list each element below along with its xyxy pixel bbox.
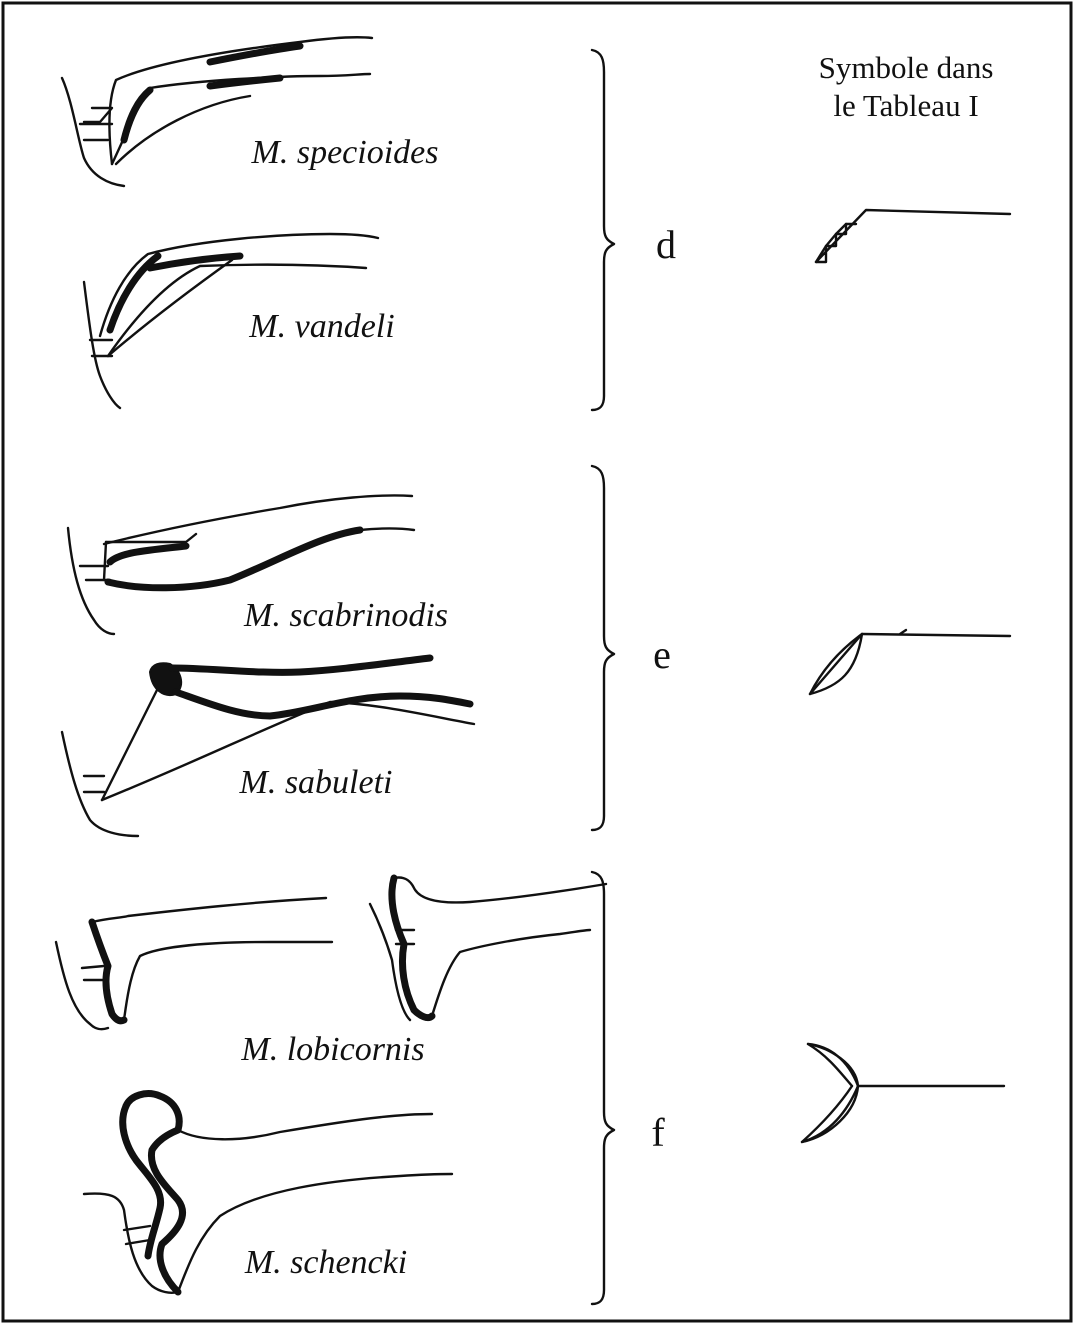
species-label-sabuleti: M. sabuleti (239, 764, 393, 801)
bracket-e (592, 466, 614, 830)
bracket-d (592, 50, 614, 410)
species-label-scabrinodis: M. scabrinodis (243, 597, 448, 634)
symbol-f (802, 1044, 1004, 1142)
group-letter-e: e (653, 632, 671, 677)
group-letter-d: d (656, 222, 676, 267)
symbol-header-line2: le Tableau I (833, 88, 978, 123)
species-label-schencki: M. schencki (244, 1244, 407, 1281)
drawing-lobicornis-left (56, 898, 332, 1029)
symbol-d (816, 210, 1010, 262)
species-label-lobicornis: M. lobicornis (240, 1031, 424, 1068)
bracket-f (592, 872, 614, 1304)
group-letter-f: f (651, 1110, 665, 1155)
figure-border (3, 3, 1071, 1321)
symbol-e (810, 630, 1010, 694)
drawing-lobicornis-right (370, 877, 606, 1020)
symbol-header-line1: Symbole dans (819, 50, 994, 85)
species-label-vandeli: M. vandeli (248, 308, 394, 345)
drawing-sabuleti (62, 658, 474, 836)
species-label-specioides: M. specioides (251, 134, 439, 171)
